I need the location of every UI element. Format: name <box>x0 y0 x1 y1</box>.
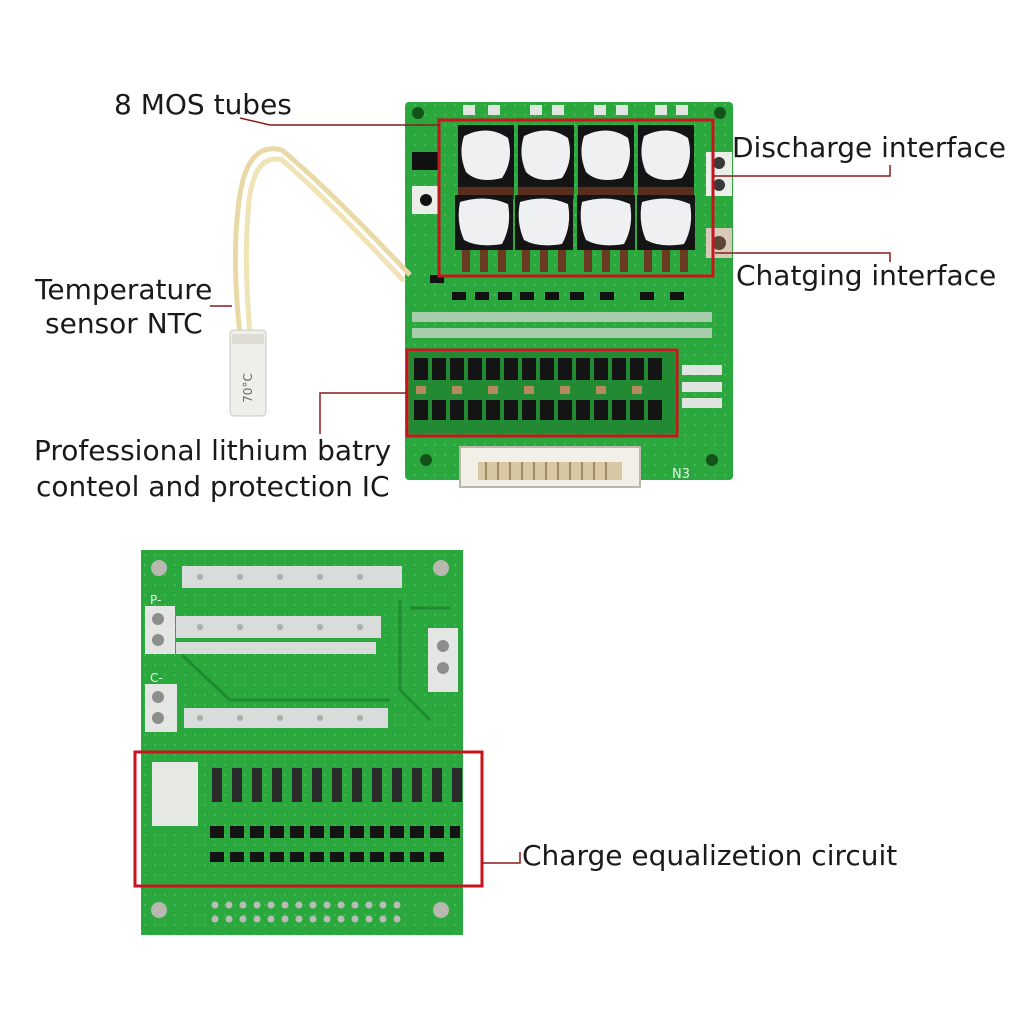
mos-tube <box>577 195 635 272</box>
equalization-leader-line <box>482 852 521 864</box>
mos-tube <box>515 195 573 272</box>
balance-connector <box>459 446 641 488</box>
mos-tubes-group <box>455 125 695 272</box>
protection-ic-array <box>409 352 722 434</box>
protection-ic-label-line1: Professional lithium batry <box>34 434 392 467</box>
mos-highlight-box <box>437 118 715 278</box>
charging-leader-line <box>715 252 891 262</box>
c-terminal-label: C- <box>150 671 163 685</box>
p-terminal-label: P- <box>150 593 161 607</box>
discharge-interface-label: Discharge interface <box>732 131 1007 164</box>
temperature-sensor-label-line1: Temperature <box>35 273 213 306</box>
discharge-leader-line <box>713 165 891 177</box>
protection-ic-label-line2: conteol and protection IC <box>36 470 390 503</box>
bottom-header-pins <box>211 901 401 923</box>
mos-tube <box>458 125 514 199</box>
ntc-rating-text: 70°C <box>241 373 255 403</box>
temperature-sensor-label-line2: sensor NTC <box>45 307 203 340</box>
smd-components <box>412 275 712 338</box>
mos-tube <box>578 125 634 199</box>
mos-tube <box>638 125 694 199</box>
mos-leader-line <box>239 117 440 126</box>
charging-interface-label: Chatging interface <box>736 259 997 292</box>
mos-tube <box>518 125 574 199</box>
equalization-array <box>152 762 462 862</box>
ic-leader-line <box>319 392 407 434</box>
equalization-highlight-box <box>133 750 484 888</box>
mos-tube <box>637 195 695 272</box>
ntc-wires <box>232 146 412 336</box>
connector-label: N3 <box>672 467 690 482</box>
mos-tubes-label: 8 MOS tubes <box>114 88 292 121</box>
ntc-sensor: 70°C <box>229 329 267 417</box>
discharge-terminal <box>706 152 732 196</box>
bottom-pcb-board <box>141 550 463 935</box>
mos-tube <box>455 195 513 272</box>
charge-equalization-label: Charge equalizetion circuit <box>522 839 898 872</box>
